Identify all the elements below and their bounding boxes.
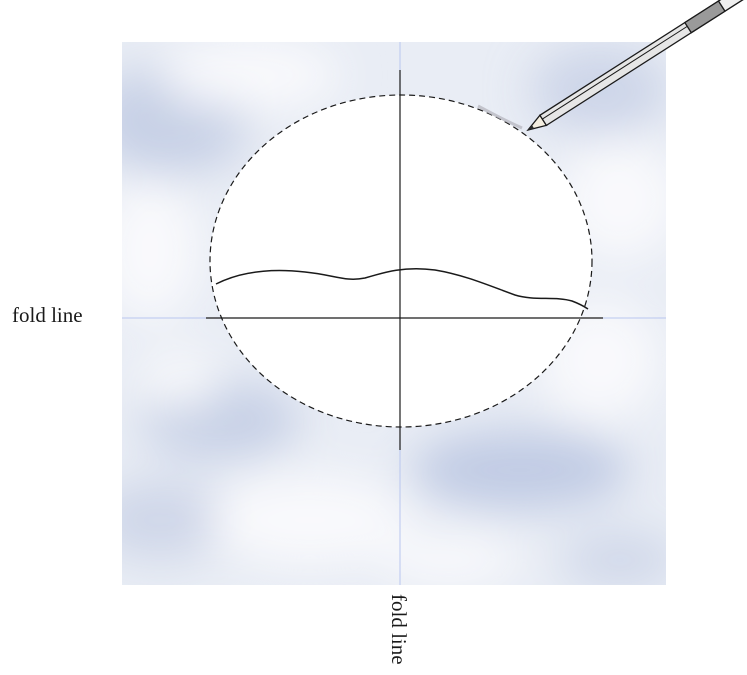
horizontal-fold-label: fold line [12, 303, 83, 327]
vertical-fold-label: fold line [387, 594, 411, 665]
wavy-drawn-line [215, 267, 589, 310]
dashed-cut-oval [209, 94, 593, 428]
pencil-icon [477, 0, 747, 132]
cloud-texture [122, 42, 666, 585]
